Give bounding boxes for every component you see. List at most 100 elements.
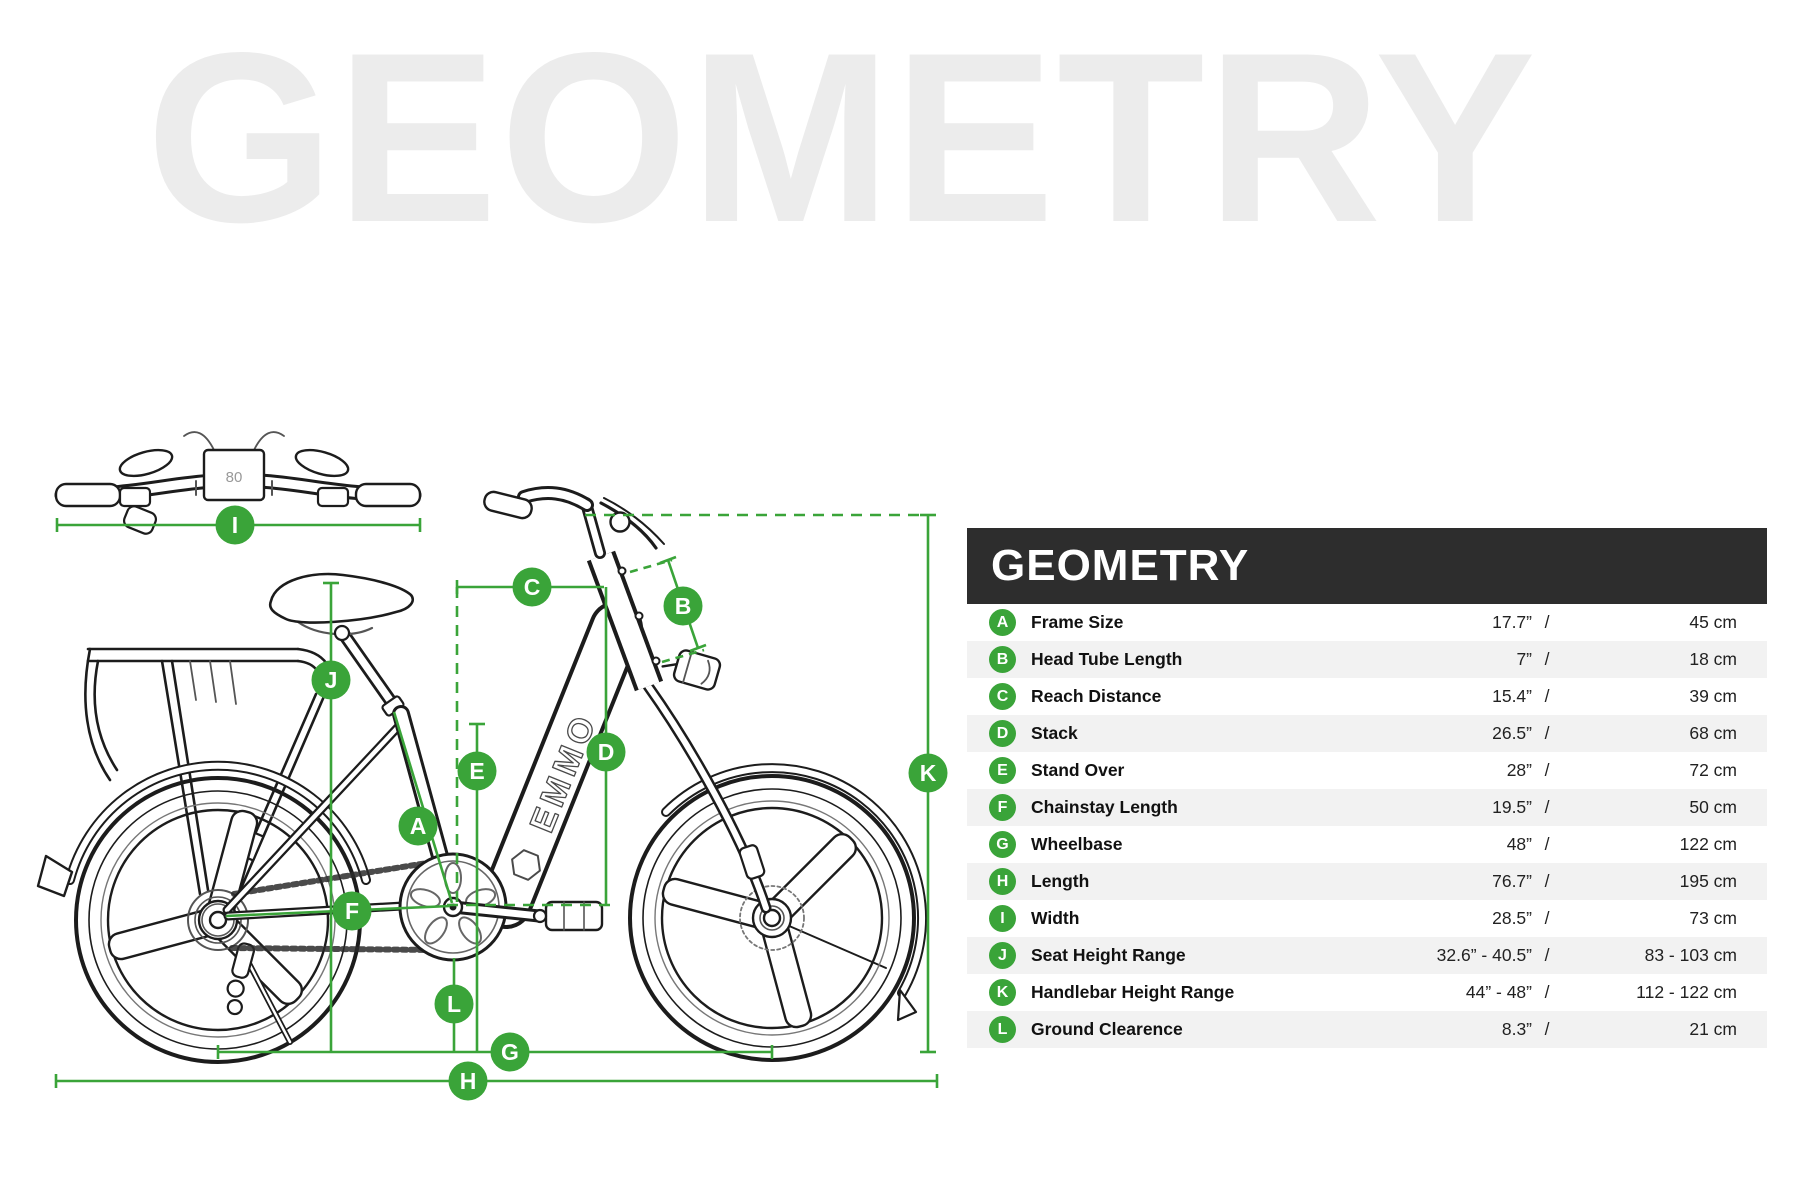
row-label: Wheelbase [1031,834,1123,854]
svg-text:A: A [410,813,427,839]
row-separator: / [1544,908,1550,928]
row-inches-value: 32.6” - 40.5” [1436,945,1532,965]
row-cm-value: 21 cm [1689,1019,1737,1039]
headlight [661,649,722,691]
row-inches-value: 28.5” [1492,908,1532,928]
marker-j-badge: J [311,660,351,700]
row-letter-badge: E [989,757,1016,784]
row-cm-value: 73 cm [1689,908,1737,928]
row-separator: / [1544,686,1550,706]
row-separator: / [1544,945,1550,965]
row-letter-badge: B [989,646,1016,673]
row-label: Head Tube Length [1031,649,1183,669]
row-inches-value: 76.7” [1492,871,1532,891]
marker-a-badge: A [398,806,438,846]
row-letter-badge: H [989,868,1016,895]
marker-k-badge: K [908,753,948,793]
table-row: I Width 28.5” / 73 cm [967,900,1767,937]
row-separator: / [1544,760,1550,780]
row-inches-value: 8.3” [1501,1019,1532,1039]
row-inches-value: 17.7” [1492,612,1532,632]
marker-d-badge: D [586,732,626,772]
row-separator: / [1544,871,1550,891]
row-label: Ground Clearence [1031,1019,1183,1039]
pedal [532,900,604,932]
row-cm-value: 50 cm [1689,797,1737,817]
table-row: E Stand Over 28” / 72 cm [967,752,1767,789]
rear-derailleur [226,942,256,1016]
svg-text:G: G [501,1039,519,1065]
geometry-table: GEOMETRY A Frame Size 17.7” / 45 cm B He… [967,528,1767,1048]
marker-f-badge: F [332,891,372,931]
table-row: J Seat Height Range 32.6” - 40.5” / 83 -… [967,937,1767,974]
table-row: K Handlebar Height Range 44” - 48” / 112… [967,974,1767,1011]
table-row: D Stack 26.5” / 68 cm [967,715,1767,752]
row-cm-value: 39 cm [1689,686,1737,706]
table-row: B Head Tube Length 7” / 18 cm [967,641,1767,678]
table-title: GEOMETRY [991,541,1250,590]
fork-and-headtube [586,550,772,914]
row-label: Frame Size [1031,612,1124,632]
row-cm-value: 83 - 103 cm [1644,945,1737,965]
svg-text:E: E [469,758,484,784]
dimension-marker-badges: I C B J D E K A F L G H [215,505,948,1101]
bike-side-view: EMMO [36,431,928,1064]
svg-text:K: K [920,760,937,786]
front-fender [661,763,928,1022]
svg-text:I: I [232,512,238,538]
svg-text:L: L [447,991,461,1017]
row-inches-value: 26.5” [1492,723,1532,743]
row-letter-badge: A [989,609,1016,636]
front-wheel [628,774,916,1062]
crankset [398,852,546,962]
row-cm-value: 45 cm [1689,612,1737,632]
row-letter-badge: J [989,942,1016,969]
marker-b-badge: B [663,586,703,626]
row-inches-value: 28” [1506,760,1532,780]
row-label: Handlebar Height Range [1031,982,1235,1002]
row-label: Width [1031,908,1080,928]
table-row: A Frame Size 17.7” / 45 cm [967,604,1767,641]
row-letter-badge: K [989,979,1016,1006]
row-separator: / [1544,649,1550,669]
handlebar-side-view [483,486,665,559]
row-label: Stand Over [1031,760,1125,780]
row-separator: / [1544,834,1550,854]
frame-hexagon-logo [511,849,541,881]
svg-text:J: J [325,667,338,693]
table-header: GEOMETRY [967,528,1767,604]
row-letter-badge: L [989,1016,1016,1043]
row-letter-badge: C [989,683,1016,710]
marker-g-badge: G [490,1032,530,1072]
row-separator: / [1544,982,1550,1002]
row-label: Seat Height Range [1031,945,1186,965]
table-row: H Length 76.7” / 195 cm [967,863,1767,900]
table-row: L Ground Clearence 8.3” / 21 cm [967,1011,1767,1048]
table-row: C Reach Distance 15.4” / 39 cm [967,678,1767,715]
svg-text:D: D [598,739,615,765]
row-inches-value: 19.5” [1492,797,1532,817]
row-cm-value: 72 cm [1689,760,1737,780]
rear-wheel [74,776,362,1064]
row-letter-badge: I [989,905,1016,932]
row-cm-value: 195 cm [1679,871,1737,891]
row-cm-value: 122 cm [1679,834,1737,854]
marker-l-badge: L [434,984,474,1024]
row-inches-value: 15.4” [1492,686,1532,706]
row-inches-value: 48” [1506,834,1532,854]
row-cm-value: 68 cm [1689,723,1737,743]
row-separator: / [1544,1019,1550,1039]
marker-e-badge: E [457,751,497,791]
handlebar-top-view: 80 [54,431,422,535]
row-cm-value: 112 - 122 cm [1636,982,1737,1002]
table-row: G Wheelbase 48” / 122 cm [967,826,1767,863]
row-letter-badge: G [989,831,1016,858]
row-separator: / [1544,797,1550,817]
row-label: Length [1031,871,1090,891]
row-letter-badge: F [989,794,1016,821]
row-letter-badge: D [989,720,1016,747]
row-label: Reach Distance [1031,686,1162,706]
marker-c-badge: C [512,567,552,607]
row-separator: / [1544,723,1550,743]
